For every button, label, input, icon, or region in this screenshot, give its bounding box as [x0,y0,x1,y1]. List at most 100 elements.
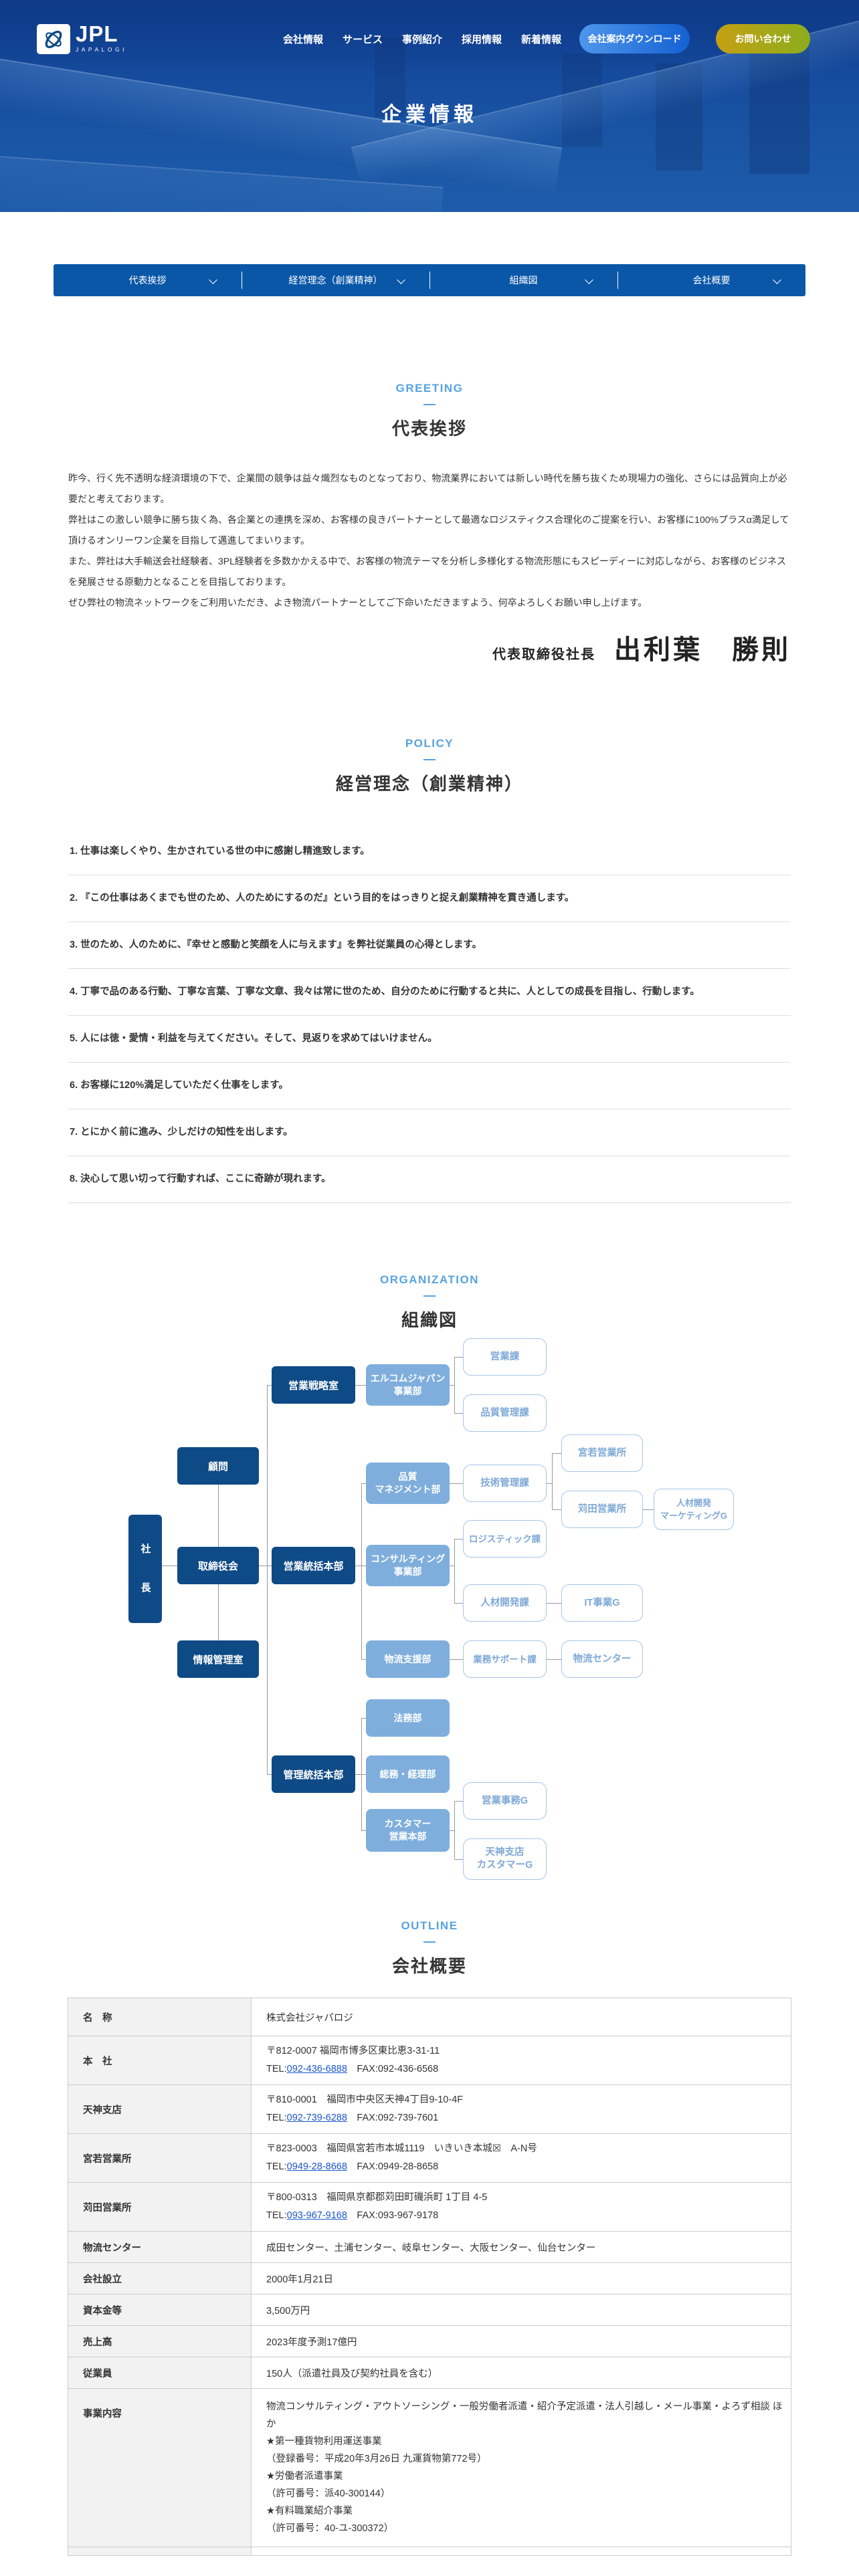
org-node-legal: 法務部 [366,1699,450,1737]
policy-list: 1. 仕事は楽しくやり、生かされている世の中に感謝し精進致します。 2. 『この… [68,829,791,1203]
logo[interactable]: JPL JAPALOGI [37,23,127,54]
org-node-general-affairs: 総務・経理部 [366,1755,450,1793]
table-row: 苅田営業所 〒800-0313 福岡県京都郡苅田町磯浜町 1丁目 4-5 TEL… [68,2183,791,2232]
section-label-policy: POLICY [405,737,454,750]
section-dash [423,404,436,405]
business-line: ★第一種貨物利用運送事業 [266,2436,382,2447]
nav-item-service[interactable]: サービス [343,34,383,45]
policy-item: 2. 『この仕事はあくまでも世のため、人のためにするのだ』という目的をはっきりと… [68,875,791,922]
org-node-tenjin-customer-g: 天神支店 カスタマーG [463,1838,547,1880]
employees: 150人（派遣社員及び契約社員を含む） [266,2368,438,2379]
org-connector [218,1485,219,1547]
org-node-president: 社 長 [128,1515,162,1623]
org-connector [454,1357,463,1358]
phone-line: TEL:092-739-6288 FAX:092-739-7601 [266,2113,439,2123]
org-connector [552,1453,553,1509]
nav-item-news[interactable]: 新着情報 [521,34,562,45]
business-line: （登録番号：平成20年3月26日 九運貨物第772号） [266,2454,487,2464]
row-label: 天神支店 [68,2085,252,2133]
org-connector [267,1774,272,1775]
org-node-logistics-center: 物流センター [561,1640,643,1678]
org-connector [361,1718,366,1719]
anchor-organization[interactable]: 組織図 [430,264,617,296]
address: 〒823-0003 福岡県宮若市本城1119 いきいき本城☒ A-N号 [266,2143,537,2154]
revenue: 2023年度予測17億円 [266,2337,357,2348]
section-label-outline: OUTLINE [401,1919,458,1932]
row-label: 従業員 [68,2357,252,2388]
org-connector [547,1659,561,1660]
table-row: 会社設立 2000年1月21日 [68,2263,791,2294]
tel-link[interactable]: 092-436-6888 [286,2064,347,2074]
hero-building-silhouette [375,37,405,117]
hero-banner: 企業情報 JPL JAPALOGI 会社情報 サービス 事例紹介 採用情報 新着… [0,0,859,212]
table-row: 本 社 〒812-0007 福岡市博多区東比恵3-31-11 TEL:092-4… [68,2036,791,2085]
greeting-paragraph: ぜひ弊社の物流ネットワークをご利用いただき、よき物流パートナーとしてご下命いただ… [68,597,648,608]
policy-item: 7. とにかく前に進み、少しだけの知性を出します。 [68,1109,791,1156]
business-line: 物流コンサルティング・アウトソーシング・一般労働者派遣・紹介予定派遣・法人引越し… [266,2401,783,2430]
org-chart: 社 長 顧問 取締役会 情報管理室 営業戦略室 営業統括本部 管理統括本部 エル… [92,1338,767,1881]
org-node-hr-development: 人材開発課 [463,1584,547,1622]
tel-link[interactable]: 092-739-6288 [286,2113,347,2123]
nav-item-company[interactable]: 会社情報 [283,34,324,45]
chevron-down-icon [585,276,593,284]
section-label-greeting: GREETING [395,382,464,395]
main-navigation: 会社情報 サービス 事例紹介 採用情報 新着情報 [283,32,561,46]
org-connector [361,1483,366,1484]
org-node-sales-strategy: 営業戦略室 [272,1366,355,1404]
org-connector [454,1801,463,1802]
anchor-nav-bar: 代表挨拶 経営理念（創業精神） 組織図 会社概要 [54,264,805,296]
org-node-it-business-g: IT事業G [561,1584,643,1622]
org-connector [454,1859,463,1860]
org-connector [355,1385,366,1386]
download-button[interactable]: 会社案内ダウンロード [579,24,690,53]
anchor-greeting[interactable]: 代表挨拶 [54,264,242,296]
org-node-board: 取締役会 [177,1547,259,1584]
org-connector [454,1357,455,1413]
phone-line: TEL:0949-28-8668 FAX:0949-28-8658 [266,2161,439,2172]
signature-name: 出利葉 勝則 [614,634,791,665]
table-row: 物流センター 成田センター、土浦センター、岐阜センター、大阪センター、仙台センタ… [68,2232,791,2263]
table-row: 売上高 2023年度予測17億円 [68,2326,791,2357]
hero-building-silhouette [562,53,602,147]
nav-item-recruit[interactable]: 採用情報 [462,34,502,45]
row-label: 苅田営業所 [68,2183,252,2231]
anchor-outline[interactable]: 会社概要 [617,264,805,296]
org-node-sales-section: 営業課 [463,1338,547,1376]
org-connector [552,1509,561,1510]
table-row: 宮若営業所 〒823-0003 福岡県宮若市本城1119 いきいき本城☒ A-N… [68,2134,791,2183]
org-node-logistics-support: 物流支援部 [366,1640,450,1678]
company-profile-table: 名 称 株式会社ジャパロジ 本 社 〒812-0007 福岡市博多区東比恵3-3… [68,1998,791,2556]
org-node-sales-office-g: 営業事務G [463,1782,547,1820]
org-connector [552,1453,561,1454]
org-connector [450,1483,463,1484]
hero-building-silhouette [749,40,809,174]
org-connector [454,1539,455,1603]
page-title: 企業情報 [381,104,478,126]
policy-title: 経営理念（創業精神） [335,774,523,794]
tel-link[interactable]: 093-967-9168 [286,2210,347,2221]
chevron-down-icon [773,276,781,284]
phone-line: TEL:093-967-9168 FAX:093-967-9178 [266,2210,439,2221]
contact-button[interactable]: お問い合わせ [716,24,810,53]
greeting-title: 代表挨拶 [391,419,467,439]
org-node-logistic-section: ロジスティック課 [463,1520,547,1558]
anchor-policy[interactable]: 経営理念（創業精神） [242,264,430,296]
business-line: （許可番号：派40-300144） [266,2488,391,2499]
policy-item: 3. 世のため、人のために、『幸せと感動と笑顔を人に与えます』を弊社従業員の心得… [68,922,791,969]
org-connector [454,1801,455,1859]
row-label: 本 社 [68,2036,252,2084]
greeting-paragraph: また、弊社は大手輸送会社経験者、3PL経験者を多数かかえる中で、お客様の物流テー… [68,556,786,587]
nav-item-cases[interactable]: 事例紹介 [402,34,443,45]
table-row: 名 称 株式会社ジャパロジ [68,1998,791,2036]
logistics-centers: 成田センター、土浦センター、岐阜センター、大阪センター、仙台センター [266,2242,596,2254]
tel-link[interactable]: 0949-28-8668 [286,2161,347,2172]
org-connector [355,1774,366,1775]
org-node-quality-mgmt: 品質 マネジメント部 [366,1463,450,1504]
business-line: （許可番号：40-ユ-300372） [266,2523,394,2534]
org-node-admin-hq: 管理統括本部 [272,1755,355,1793]
greeting-body: 昨今、行く先不透明な経済環境の下で、企業間の競争は益々熾烈なものとなっており、物… [68,468,791,613]
chevron-down-icon [209,276,217,284]
org-connector [450,1830,454,1831]
row-label: 資本金等 [68,2294,252,2325]
row-label: 売上高 [68,2326,252,2357]
